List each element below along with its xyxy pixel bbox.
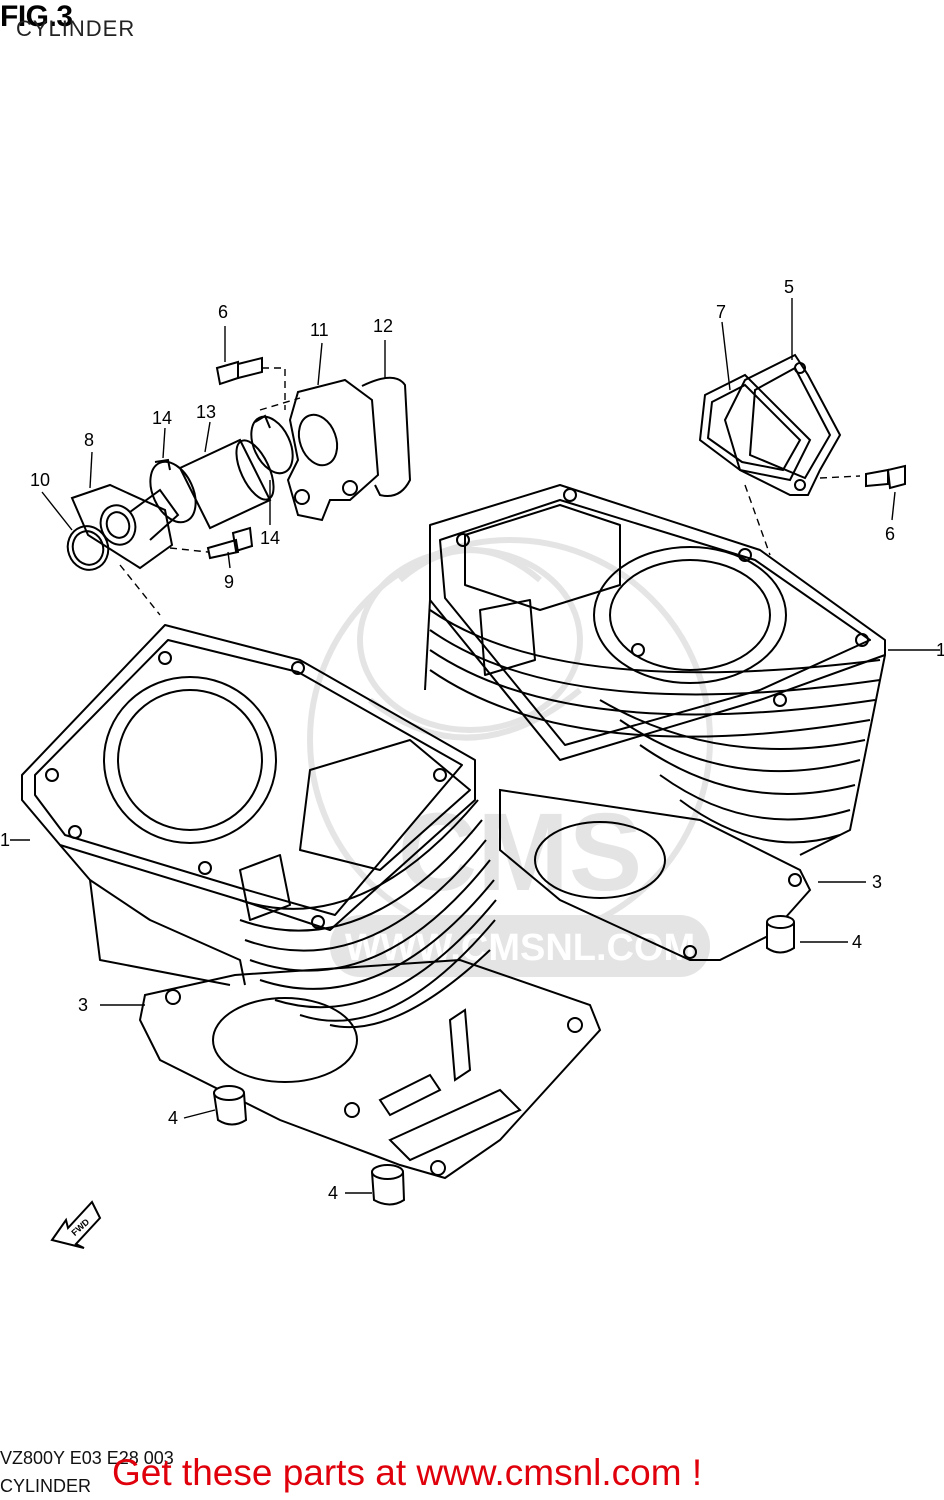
- intake-cover-assembly: [698, 353, 906, 496]
- callout-7: 7: [716, 302, 726, 322]
- model-code: VZ800Y E03 E28 003: [0, 1448, 174, 1468]
- front-base-gasket: [138, 958, 602, 1180]
- callout-5: 5: [784, 277, 794, 297]
- cms-watermark: CMS WWW.CMSNL.COM: [307, 537, 713, 977]
- callout-6-right: 6: [885, 524, 895, 544]
- callout-12: 12: [373, 316, 393, 336]
- bolt-6-right: [865, 464, 906, 490]
- leader-lines: [10, 298, 940, 1194]
- forward-arrow-icon: FWD: [50, 1200, 102, 1249]
- callout-4-b: 4: [168, 1108, 178, 1128]
- callout-1-left: 1: [0, 830, 10, 850]
- callout-14-top: 14: [152, 408, 172, 428]
- callout-3-right: 3: [872, 872, 882, 892]
- callout-11: 11: [310, 320, 329, 340]
- intake-assembly: [66, 356, 412, 571]
- callout-8: 8: [84, 430, 94, 450]
- front-cylinder: [21, 624, 497, 1029]
- front-dowel-pin-b: [371, 1164, 406, 1206]
- promo-link[interactable]: Get these parts at www.cmsnl.com !: [112, 1452, 703, 1493]
- callout-13: 13: [196, 402, 216, 422]
- watermark-logo-text: CMS: [398, 791, 642, 914]
- callout-14-bottom: 14: [260, 528, 280, 548]
- watermark-site-text: WWW.CMSNL.COM: [345, 927, 695, 969]
- callout-9: 9: [224, 572, 234, 592]
- rear-cylinder: [424, 484, 886, 856]
- callout-1-right: 1: [936, 640, 944, 660]
- callout-10: 10: [30, 470, 50, 490]
- front-dowel-pin-a: [213, 1085, 248, 1126]
- callout-4-a: 4: [852, 932, 862, 952]
- dashed-assembly-lines: [119, 367, 861, 616]
- callout-6-left: 6: [218, 302, 228, 322]
- callout-4-c: 4: [328, 1183, 338, 1203]
- figure-number: FIG.3: [0, 0, 73, 33]
- bolt-9: [206, 526, 254, 560]
- bolt-6-left: [215, 356, 263, 386]
- rear-base-gasket: [499, 788, 812, 961]
- figure-subtitle: CYLINDER: [16, 16, 136, 41]
- callout-numbers: 6 11 12 13 14 8 10 9 14 5 7 6 1 1 3 3 4 …: [0, 277, 944, 1203]
- rear-dowel-pin: [766, 915, 795, 954]
- callout-3-left: 3: [78, 995, 88, 1015]
- footer-section-name: CYLINDER: [0, 1476, 92, 1496]
